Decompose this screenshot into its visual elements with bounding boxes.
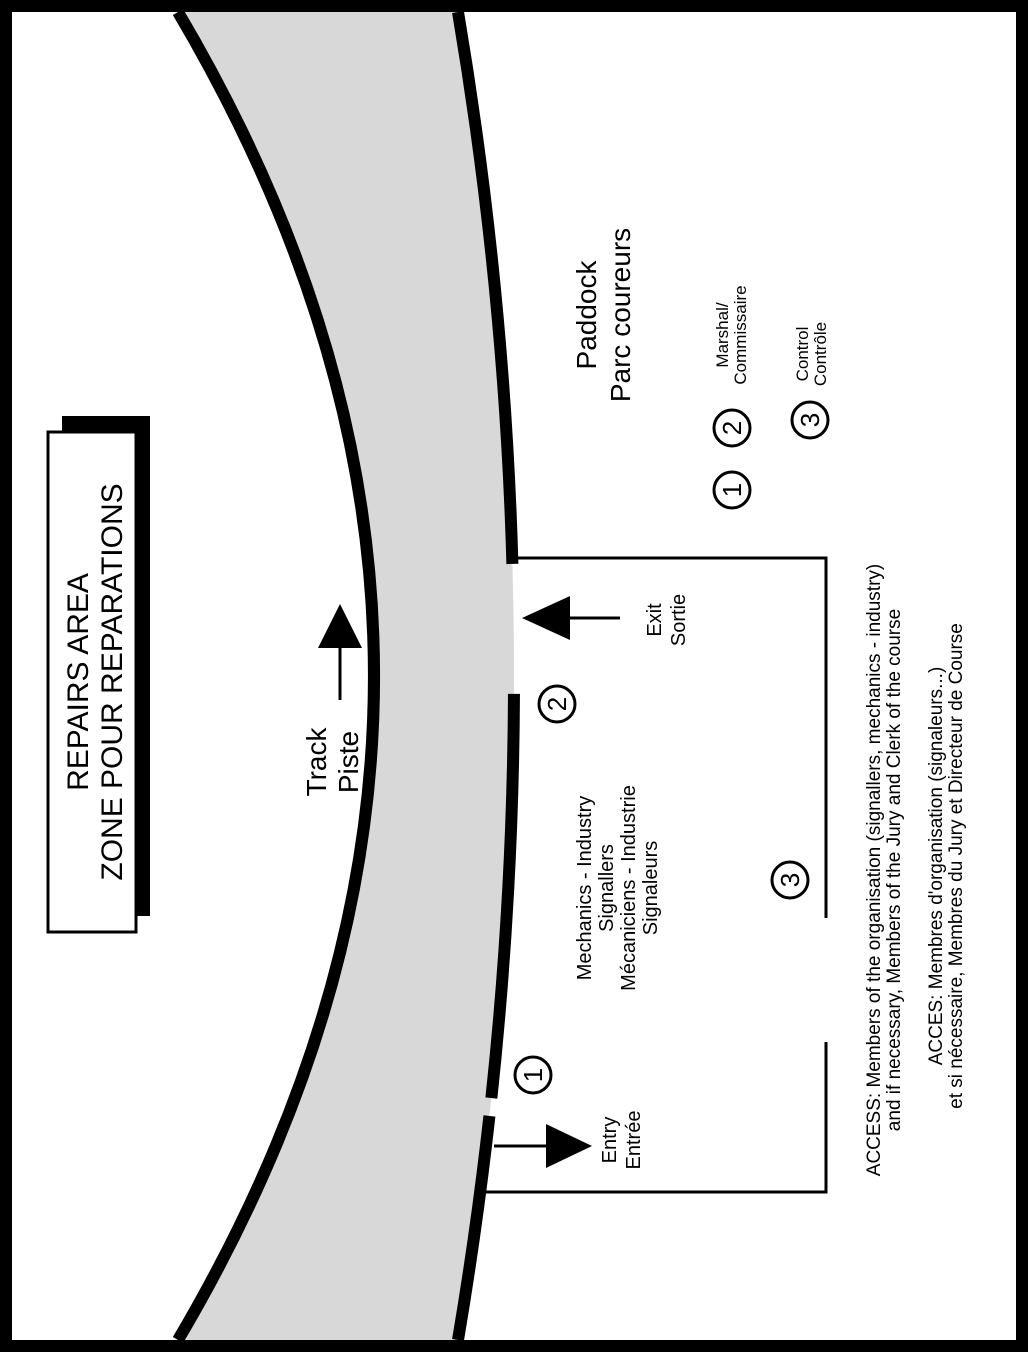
exit-marker: 2	[537, 684, 577, 724]
entry-label-en: Entry	[599, 1117, 621, 1164]
svg-text:3: 3	[775, 873, 805, 887]
access-fr-line1: ACCES: Membres d'organisation (signaleur…	[926, 667, 947, 1066]
entry-arrow-icon	[494, 1124, 592, 1168]
exit-label-fr: Sortie	[668, 594, 690, 646]
access-en-line1: ACCESS: Members of the organisation (sig…	[864, 564, 885, 1176]
repairs-title-fr: ZONE POUR REPARATIONS	[96, 483, 129, 880]
paddock-label-fr: Parc coureurs	[605, 228, 636, 402]
svg-text:1: 1	[518, 1068, 548, 1082]
repairs-box	[46, 430, 138, 934]
zone-label-line4: Signaleurs	[640, 841, 662, 936]
svg-text:1: 1	[717, 483, 747, 497]
svg-text:3: 3	[795, 413, 825, 427]
exit-label-en: Exit	[644, 603, 666, 637]
exit-arrow-icon	[522, 596, 620, 640]
track-inner-edge	[172, 8, 380, 1344]
entry-label-fr: Entrée	[623, 1111, 645, 1170]
legend-control-fr: Contrôle	[811, 322, 830, 386]
zone-label-line2: Signallers	[596, 844, 618, 932]
track-outer-edge	[452, 11, 520, 1341]
repairs-zone-outline	[476, 556, 828, 1194]
legend: 1 2 Marshal/ Commissaire 3 Control Contr…	[712, 285, 830, 510]
track-label-en: Track	[301, 727, 332, 797]
svg-text:2: 2	[717, 421, 747, 435]
zone-label-line1: Mechanics - Industry	[574, 796, 596, 981]
legend-item-1: 1	[712, 470, 752, 510]
control-marker: 3	[770, 860, 810, 900]
arrow-right-icon	[318, 604, 362, 700]
track-band	[178, 12, 514, 1340]
zone-label-line3: Mécaniciens - Industrie	[618, 785, 640, 991]
legend-item-3: 3	[790, 400, 830, 440]
repairs-title-en: REPAIRS AREA	[62, 573, 95, 791]
svg-text:2: 2	[542, 697, 572, 711]
paddock-label-en: Paddock	[571, 260, 602, 370]
entry-marker: 1	[513, 1055, 553, 1095]
access-en-line2: and if necessary, Members of the Jury an…	[884, 609, 905, 1131]
legend-item-2: 2	[712, 408, 752, 448]
access-fr-line2: et si nécessaire, Membres du Jury et Dir…	[946, 623, 967, 1109]
track-label-fr: Piste	[333, 731, 364, 793]
legend-marshal-fr: Commissaire	[731, 285, 750, 384]
legend-control-en: Control	[793, 327, 812, 382]
legend-marshal-en: Marshal/	[713, 302, 732, 367]
